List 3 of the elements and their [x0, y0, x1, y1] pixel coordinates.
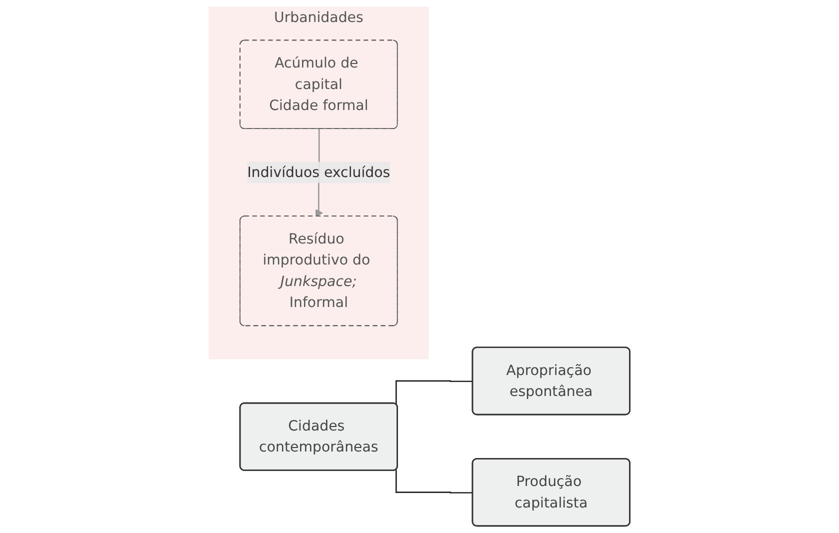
connector — [396, 470, 473, 494]
connector — [396, 380, 473, 404]
edge-label: Indivíduos excluídos — [247, 164, 390, 180]
